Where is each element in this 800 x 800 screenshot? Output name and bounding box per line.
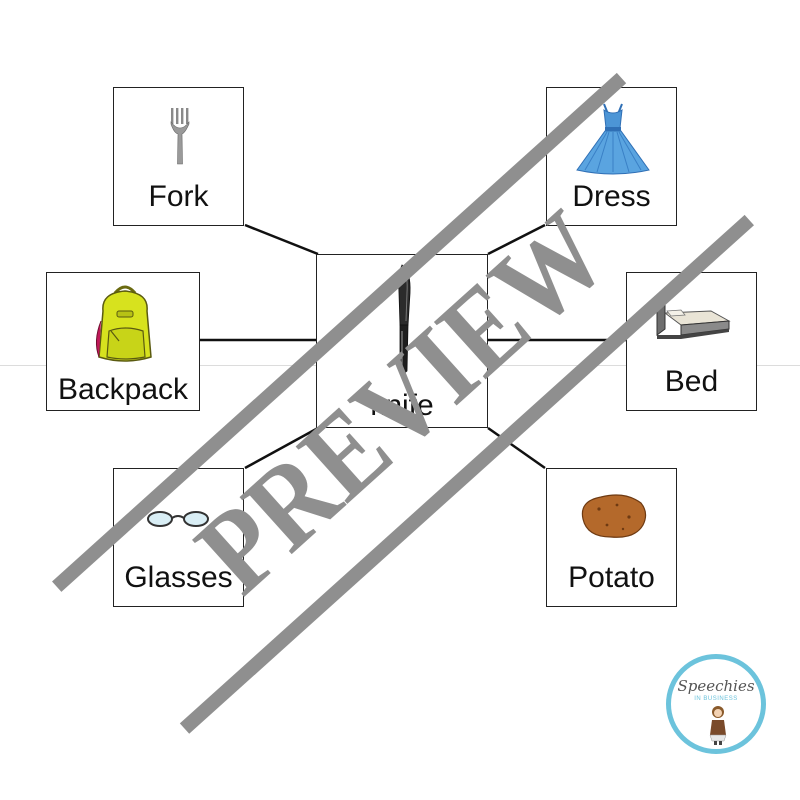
card-dress: Dress bbox=[546, 87, 677, 226]
connector-potato bbox=[487, 426, 546, 470]
watermark-band-top bbox=[52, 72, 627, 592]
card-label-backpack: Backpack bbox=[57, 373, 189, 406]
backpack-icon bbox=[95, 285, 152, 362]
watermark-text: PREVIEW bbox=[172, 186, 631, 618]
card-bed: Bed bbox=[626, 272, 757, 411]
card-label-dress: Dress bbox=[572, 180, 651, 213]
connector-fork bbox=[244, 223, 319, 256]
glasses-icon bbox=[147, 511, 209, 527]
dress-icon bbox=[576, 103, 650, 175]
connector-dress bbox=[487, 223, 546, 256]
potato-icon bbox=[581, 494, 647, 538]
bed-icon bbox=[656, 302, 731, 339]
card-label-bed: Bed bbox=[664, 365, 719, 398]
logo-title: Speechies bbox=[677, 677, 755, 695]
card-label-center: knife bbox=[370, 389, 434, 422]
connector-glasses bbox=[244, 426, 319, 470]
card-backpack: Backpack bbox=[46, 272, 200, 411]
fork-icon bbox=[170, 108, 190, 165]
card-label-glasses: Glasses bbox=[124, 561, 233, 594]
card-glasses: Glasses bbox=[113, 468, 244, 607]
watermark-band-bottom bbox=[179, 214, 754, 734]
card-label-fork: Fork bbox=[148, 180, 209, 213]
logo-figure-icon bbox=[709, 706, 727, 745]
card-potato: Potato bbox=[546, 468, 677, 607]
logo-subtitle: IN BUSINESS bbox=[694, 696, 738, 702]
card-fork: Fork bbox=[113, 87, 244, 226]
card-label-potato: Potato bbox=[568, 561, 655, 594]
speechies-logo: Speechies IN BUSINESS bbox=[666, 654, 766, 754]
